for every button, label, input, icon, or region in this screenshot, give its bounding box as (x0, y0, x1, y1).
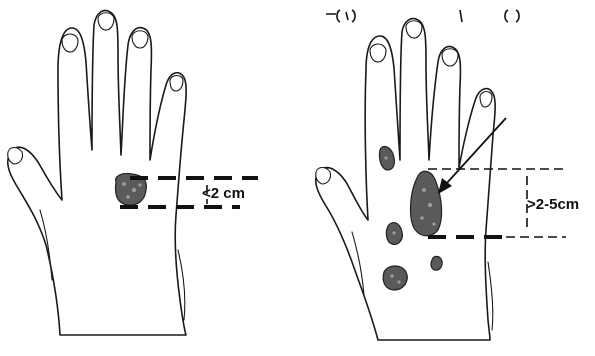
right-ring-nail (442, 49, 458, 66)
right-size-label: >2-5cm (527, 196, 579, 213)
left-hand (8, 11, 186, 335)
right-lesion-middle (386, 223, 402, 245)
right-middle-nail (406, 21, 422, 38)
left-middle-nail (98, 13, 114, 30)
right-lesion-small (431, 256, 442, 270)
right-index-nail (370, 44, 386, 62)
left-size-label: <2 cm (202, 185, 245, 202)
left-index-nail (62, 34, 78, 52)
right-hand (316, 19, 495, 341)
left-hand-outline (8, 11, 186, 335)
left-ring-nail (132, 31, 148, 48)
cropped-caption-fragments (326, 10, 519, 22)
right-lesion-lower (383, 266, 407, 290)
right-hand-outline (316, 19, 495, 341)
right-thumb-nail (316, 168, 331, 185)
left-little-nail (170, 76, 183, 92)
left-thumb-nail (8, 148, 23, 165)
